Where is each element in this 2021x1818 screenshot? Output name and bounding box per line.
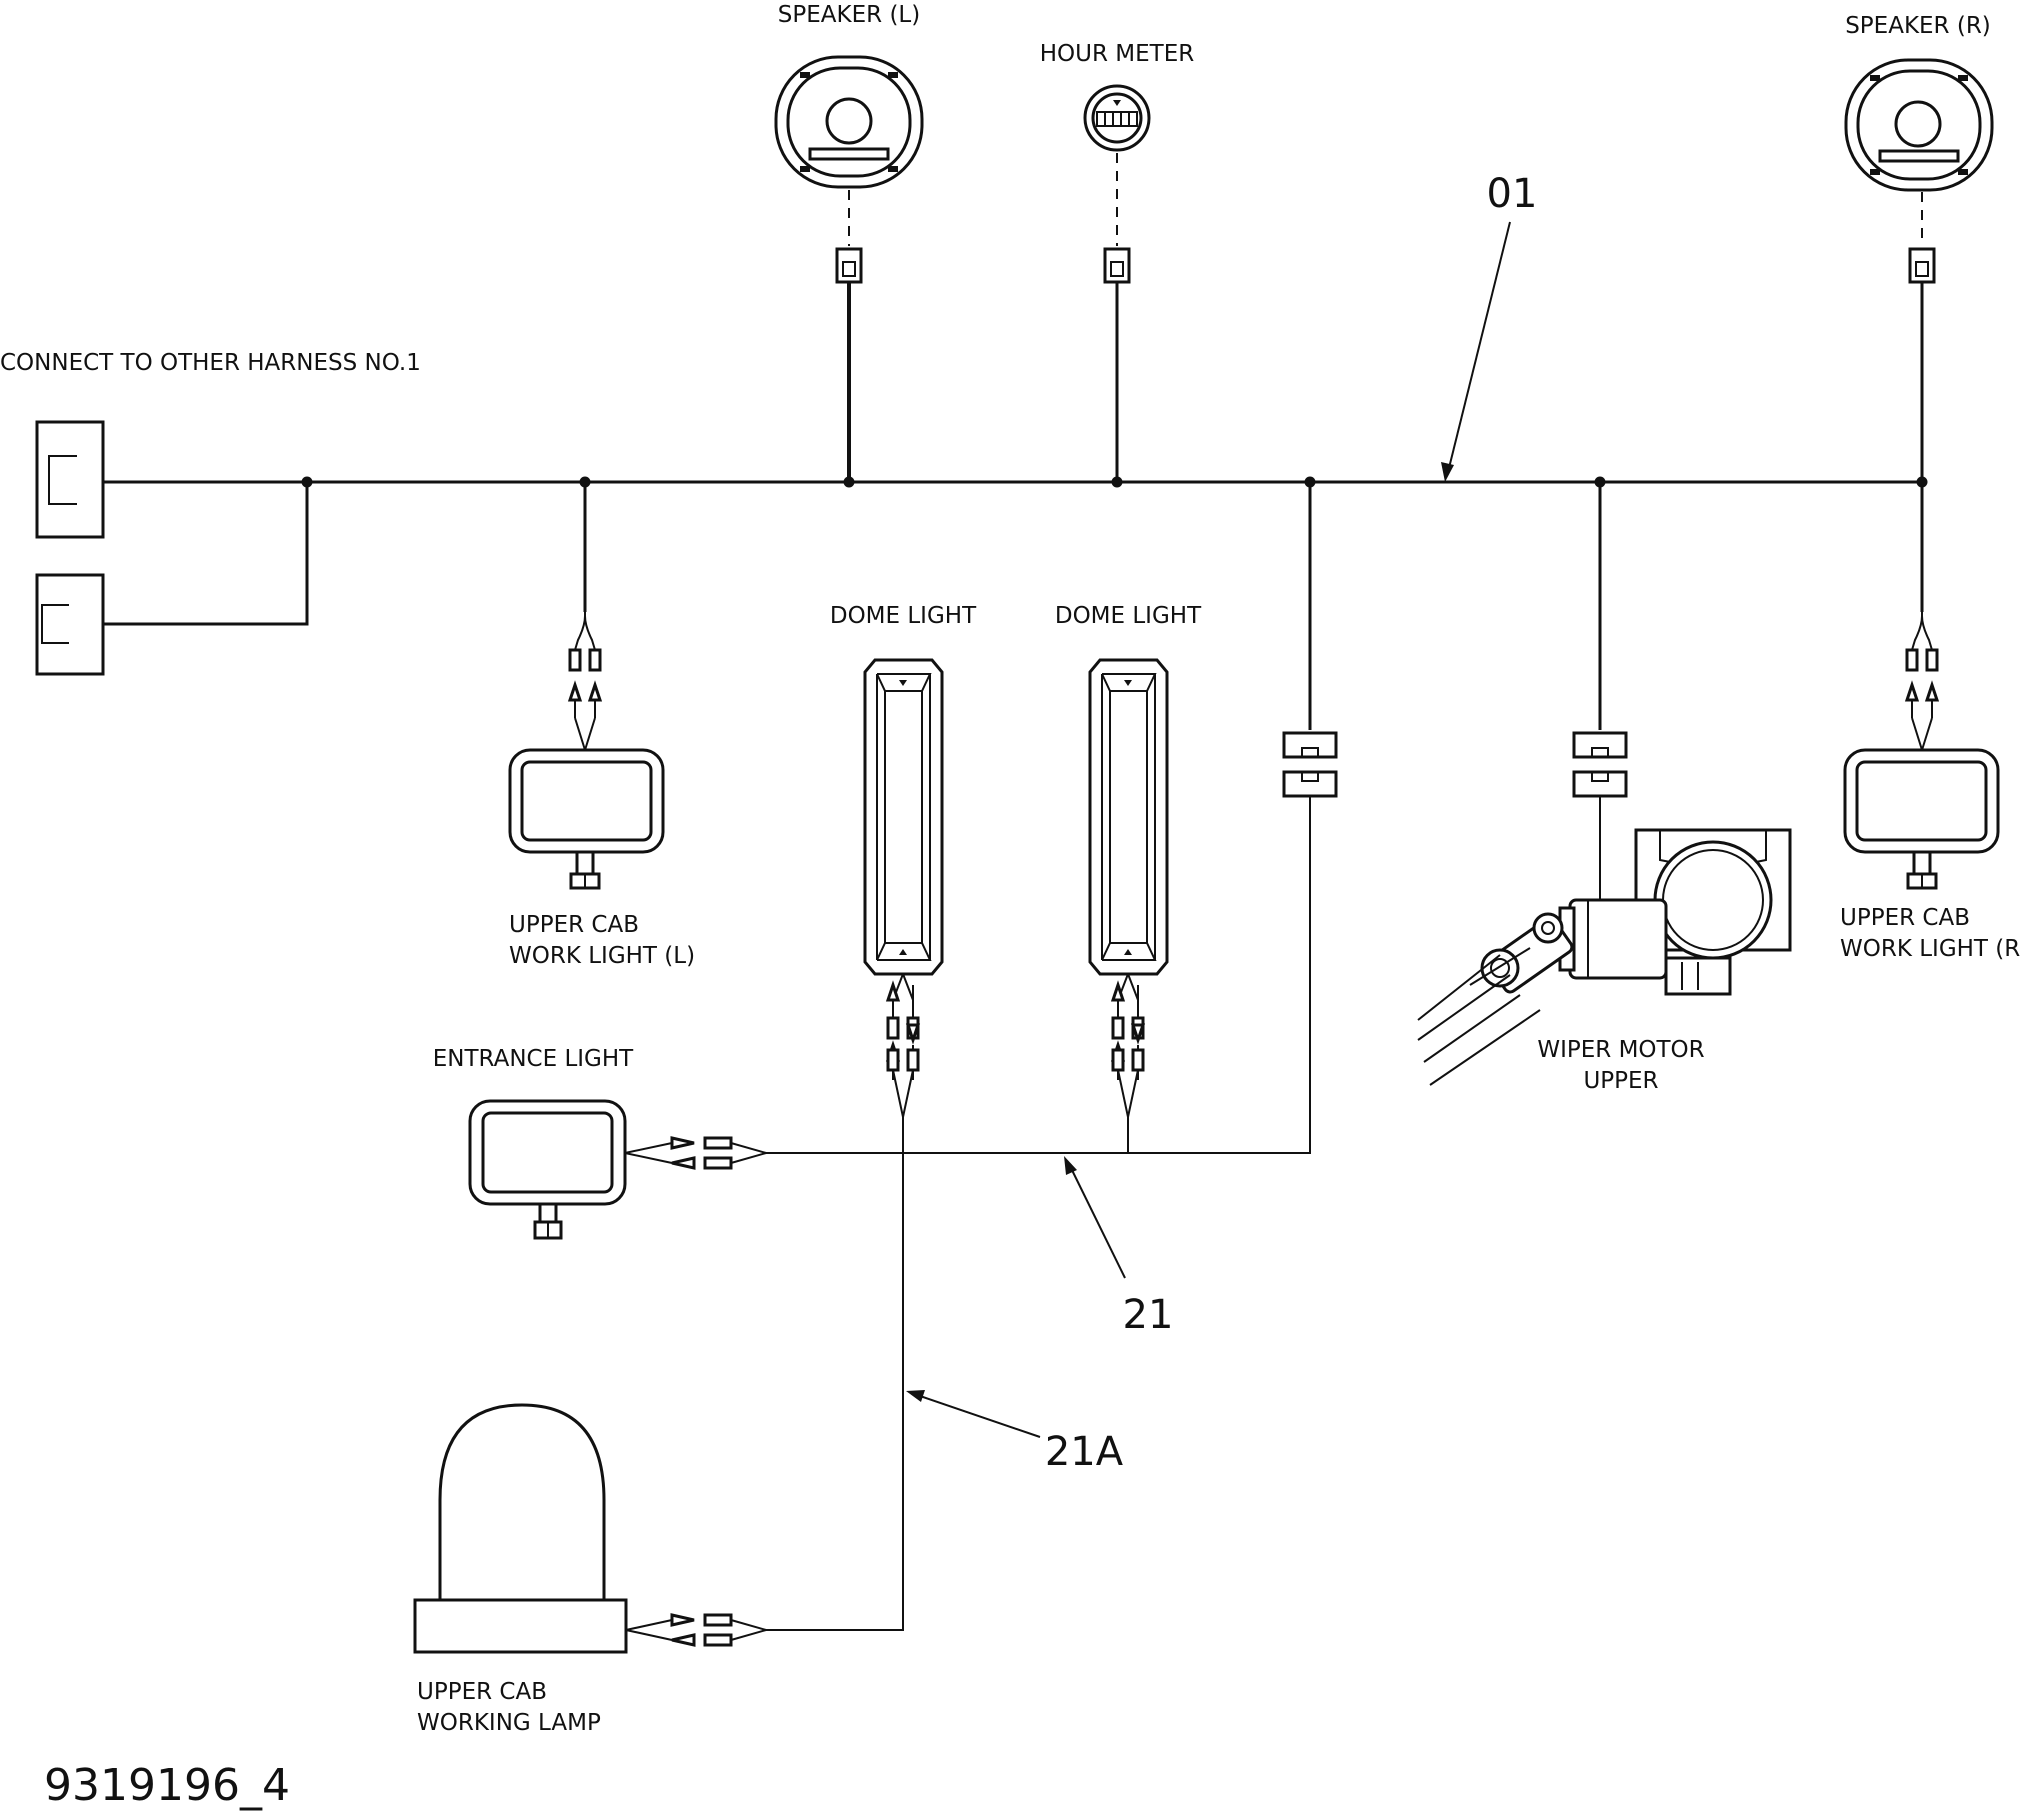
harness-connector-2 (35, 573, 105, 676)
speaker-left (774, 55, 924, 284)
dome-light-2-label: DOME LIGHT (1055, 603, 1202, 629)
sub-harness-21a (766, 1117, 904, 1631)
speaker-right-label: SPEAKER (R) (1845, 13, 1991, 39)
work-light-left (508, 612, 665, 890)
work-light-right (1843, 612, 2000, 890)
work-light-right-label-2: WORK LIGHT (R) (1840, 936, 2021, 962)
callout-21 (1064, 1156, 1126, 1279)
callout-21a (906, 1390, 1041, 1438)
callout-21a-label: 21A (1045, 1429, 1124, 1475)
connect-harness-label: CONNECT TO OTHER HARNESS NO.1 (0, 350, 421, 376)
working-lamp-label-1: UPPER CAB (417, 1679, 547, 1705)
working-lamp-label-2: WORKING LAMP (417, 1710, 601, 1736)
wiper-label-2: UPPER (1583, 1068, 1658, 1094)
work-light-right-label-1: UPPER CAB (1840, 905, 1970, 931)
sub-harness-21 (766, 731, 1338, 1154)
callout-01-label: 01 (1487, 171, 1538, 217)
harness-connector-1 (35, 420, 105, 539)
hour-meter (1083, 84, 1151, 284)
dome-light-2 (1088, 658, 1169, 1118)
callout-01 (1441, 221, 1511, 482)
callout-21-label: 21 (1123, 1292, 1174, 1338)
working-lamp (413, 1403, 767, 1654)
speaker-left-label: SPEAKER (L) (778, 2, 920, 28)
work-light-left-label-2: WORK LIGHT (L) (509, 943, 695, 969)
entrance-light-label: ENTRANCE LIGHT (433, 1046, 634, 1072)
dome-light-1 (863, 658, 944, 1118)
wiper-label-1: WIPER MOTOR (1537, 1037, 1704, 1063)
hour-meter-label: HOUR METER (1040, 41, 1194, 67)
speaker-right (1844, 58, 1994, 284)
document-number: 9319196_4 (44, 1760, 290, 1811)
work-light-left-label-1: UPPER CAB (509, 912, 639, 938)
wiper-motor (1417, 731, 1792, 1086)
main-harness-01 (103, 282, 1928, 730)
dome-light-1-label: DOME LIGHT (830, 603, 977, 629)
entrance-light (468, 1099, 767, 1240)
